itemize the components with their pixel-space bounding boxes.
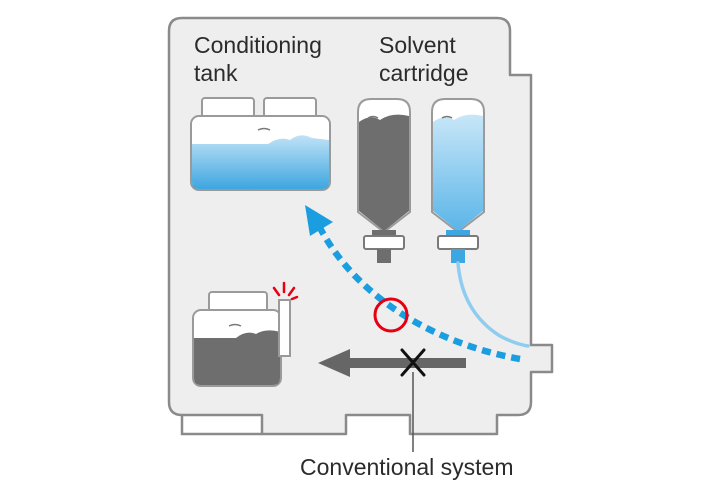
- active-solvent-cartridge: [431, 98, 485, 263]
- conditioning-tank: [190, 97, 331, 191]
- conditioning-tank-label: Conditioning tank: [194, 32, 328, 86]
- housing-foot-left: [180, 415, 262, 436]
- used-solvent-cartridge: [357, 98, 411, 263]
- solvent-cartridge-label: Solvent cartridge: [379, 32, 468, 86]
- conventional-system-label: Conventional system: [300, 454, 514, 480]
- cross-icon: [400, 348, 426, 377]
- level-sensor: [278, 299, 291, 357]
- highlight-circle: [373, 297, 409, 333]
- conditioning-tank-liquid: [192, 135, 329, 189]
- solvent-feed-line: [456, 261, 530, 348]
- alarm-indicator-icon: [272, 281, 299, 301]
- conventional-waste-arrow: [318, 349, 466, 377]
- recycling-flow-arrow: [314, 220, 521, 363]
- waste-bottle: [192, 291, 282, 387]
- recycling-flow-arrowhead: [305, 205, 333, 236]
